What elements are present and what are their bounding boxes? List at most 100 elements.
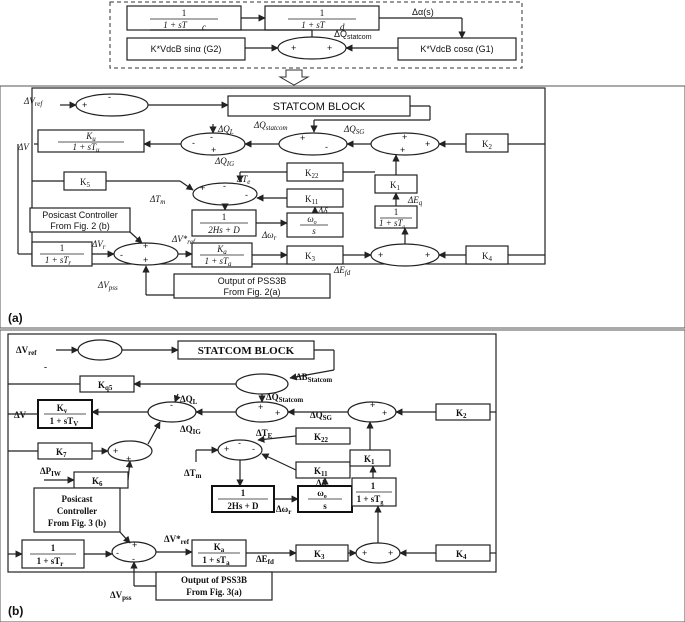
g1-label: K*VdcB cosα (G1) <box>420 44 493 54</box>
svg-text:From Fig. 3 (b): From Fig. 3 (b) <box>48 518 106 528</box>
top-dq-statcom: ΔQstatcom <box>334 29 372 41</box>
b-sum-b <box>235 373 289 395</box>
svg-text:+: + <box>275 408 280 418</box>
svg-text:1 + sTa: 1 + sTa <box>204 256 232 268</box>
svg-text:2Hs + D: 2Hs + D <box>208 225 240 235</box>
b-dqig: ΔQIG <box>180 424 201 436</box>
a-k2-block <box>465 133 509 153</box>
g1-block <box>397 37 517 61</box>
svg-text:ωo: ωo <box>307 214 316 226</box>
panel-b-border <box>0 329 685 622</box>
svg-text:K11: K11 <box>314 466 328 478</box>
a-dvpss: ΔVpss <box>97 280 118 292</box>
svg-text:K3: K3 <box>305 251 316 263</box>
svg-text:-: - <box>192 138 195 148</box>
b-db-statcom: ΔBStatcom <box>296 372 332 384</box>
a-pss-block <box>173 273 331 299</box>
svg-text:+: + <box>400 145 405 155</box>
panel-b-label: (b) <box>8 604 23 618</box>
svg-text:1: 1 <box>222 212 227 222</box>
g2-block <box>126 37 246 61</box>
b-defd: ΔEfd <box>256 554 274 566</box>
panel-a-border <box>0 85 685 329</box>
svg-text:From Fig. 2(a): From Fig. 2(a) <box>223 287 280 297</box>
a-dv-ref: ΔVref <box>23 96 43 108</box>
svg-text:-: - <box>245 190 248 200</box>
b-posicast-block <box>33 487 121 533</box>
svg-text:Posicast: Posicast <box>62 494 93 504</box>
b-minus: - <box>44 362 47 372</box>
a-sum-statcom <box>278 132 348 156</box>
down-arrow-icon <box>278 69 310 86</box>
a-k3-block <box>286 245 344 265</box>
svg-text:+: + <box>378 250 383 260</box>
svg-text:-: - <box>252 444 255 454</box>
b-ddelta: Δδ <box>316 478 327 488</box>
svg-text:1 + sTg: 1 + sTg <box>357 494 384 506</box>
svg-text:+: + <box>370 400 375 410</box>
svg-text:+: + <box>425 250 430 260</box>
b-dq-statcom: ΔQStatcom <box>266 392 303 404</box>
svg-text:Kq5: Kq5 <box>98 380 113 392</box>
svg-text:+: + <box>388 548 393 558</box>
svg-text:+: + <box>224 444 229 454</box>
svg-text:K5: K5 <box>80 177 91 189</box>
svg-text:+: + <box>132 540 137 550</box>
a-posicast-block <box>29 207 131 233</box>
svg-text:-: - <box>132 554 135 564</box>
tf-c-den-sub: c <box>202 22 206 32</box>
svg-text:Ku: Ku <box>85 131 96 143</box>
svg-text:+: + <box>327 43 332 53</box>
svg-text:K22: K22 <box>305 168 319 180</box>
a-ddelta: Δδ <box>317 206 328 216</box>
svg-text:+: + <box>382 408 387 418</box>
a-dv: ΔV <box>17 142 30 152</box>
g2-label: K*VdcB sinα (G2) <box>151 44 222 54</box>
svg-text:1: 1 <box>241 488 246 498</box>
svg-text:Controller: Controller <box>57 506 97 516</box>
svg-text:s: s <box>323 501 327 511</box>
svg-text:Output of PSS3B: Output of PSS3B <box>218 276 287 286</box>
svg-text:Output of PSS3B: Output of PSS3B <box>181 575 247 585</box>
svg-text:From Fig. 3(a): From Fig. 3(a) <box>186 587 242 597</box>
svg-text:ωo: ωo <box>317 488 327 500</box>
svg-text:K11: K11 <box>305 194 319 206</box>
a-dqsg: ΔQSG <box>343 124 364 136</box>
a-dql: ΔQL <box>217 124 234 136</box>
top-sum <box>277 36 347 60</box>
b-dpiw: ΔPIW <box>40 466 61 478</box>
b-dte: ΔTE <box>256 428 273 440</box>
a-statcom-label: STATCOM BLOCK <box>273 101 366 113</box>
tf-c-den: 1 + sT <box>163 20 188 30</box>
svg-text:K6: K6 <box>92 476 103 488</box>
b-dv-ref: ΔVref <box>16 345 37 357</box>
svg-text:Ka: Ka <box>214 542 225 554</box>
svg-text:-: - <box>116 548 119 558</box>
svg-text:From Fig. 2 (b): From Fig. 2 (b) <box>50 221 110 231</box>
svg-text:1 + sTr: 1 + sTr <box>37 556 64 568</box>
svg-text:+: + <box>211 145 216 155</box>
svg-text:K1: K1 <box>364 454 375 466</box>
svg-text:+: + <box>82 100 87 110</box>
tf-d-den-sub: d <box>340 22 345 32</box>
svg-text:+: + <box>258 402 263 412</box>
tf-block-c <box>126 5 242 31</box>
svg-text:1 + sTu: 1 + sTu <box>72 142 100 154</box>
svg-text:-: - <box>170 400 173 410</box>
svg-text:K4: K4 <box>482 251 493 263</box>
svg-text:K3: K3 <box>314 549 325 561</box>
svg-text:+: + <box>402 132 407 142</box>
tf-c-num: 1 <box>182 8 187 18</box>
svg-text:+: + <box>200 183 205 193</box>
svg-text:-: - <box>325 142 328 152</box>
svg-text:+: + <box>143 241 148 251</box>
a-deq: ΔEq <box>407 195 423 207</box>
svg-text:+: + <box>362 548 367 558</box>
a-defd: ΔEfd <box>333 265 351 277</box>
panel-b: (b) ΔVref - STATCOM BLOCK Kq5 ΔBStatcom … <box>0 329 685 622</box>
svg-text:K4: K4 <box>456 549 467 561</box>
dashed-border <box>109 1 523 69</box>
svg-text:+: + <box>126 454 131 464</box>
a-dvr: ΔVr <box>91 239 106 251</box>
statcom-detail-panel: 1 1 + sT c 1 1 + sT d Δα(s) K*VdcB sinα … <box>109 1 523 69</box>
